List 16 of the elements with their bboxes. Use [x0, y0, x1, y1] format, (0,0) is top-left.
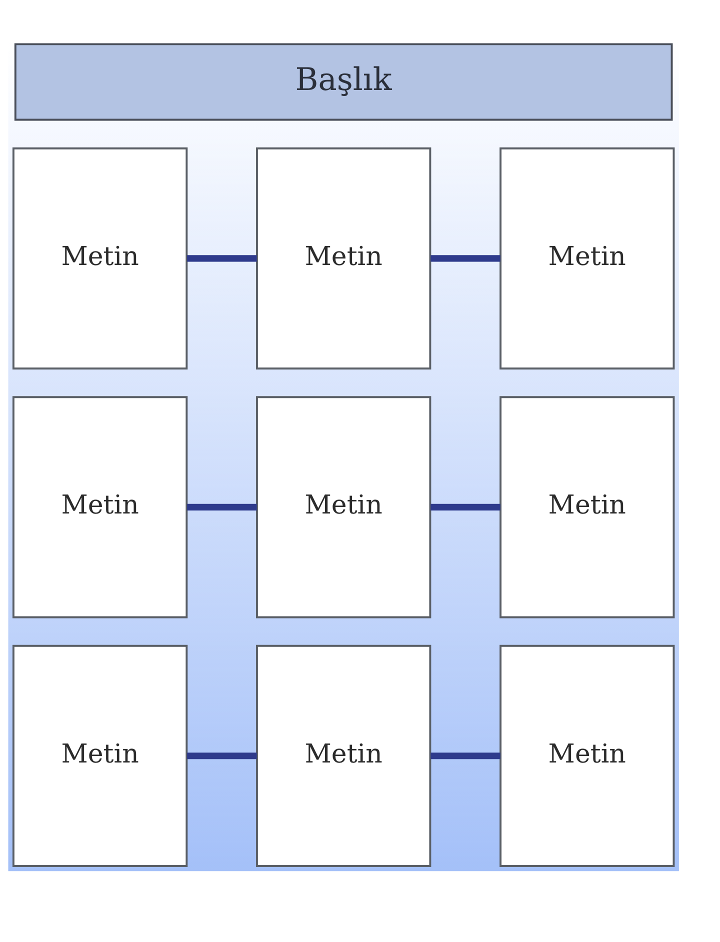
connector — [430, 503, 500, 510]
node-box: Başlık — [14, 42, 673, 120]
node-box: Metin — [12, 396, 188, 618]
node-box: Metin — [256, 396, 432, 618]
node-box: Metin — [500, 146, 675, 369]
connector — [187, 752, 257, 759]
connector — [187, 503, 257, 510]
node-box: Metin — [256, 146, 432, 369]
node-box: Metin — [256, 644, 432, 866]
node-box: Metin — [12, 644, 188, 866]
connector — [430, 254, 500, 262]
connector — [187, 254, 257, 262]
connector — [430, 752, 500, 759]
node-box: Metin — [12, 146, 188, 369]
node-box: Metin — [500, 396, 675, 618]
node-box: Metin — [500, 644, 675, 866]
